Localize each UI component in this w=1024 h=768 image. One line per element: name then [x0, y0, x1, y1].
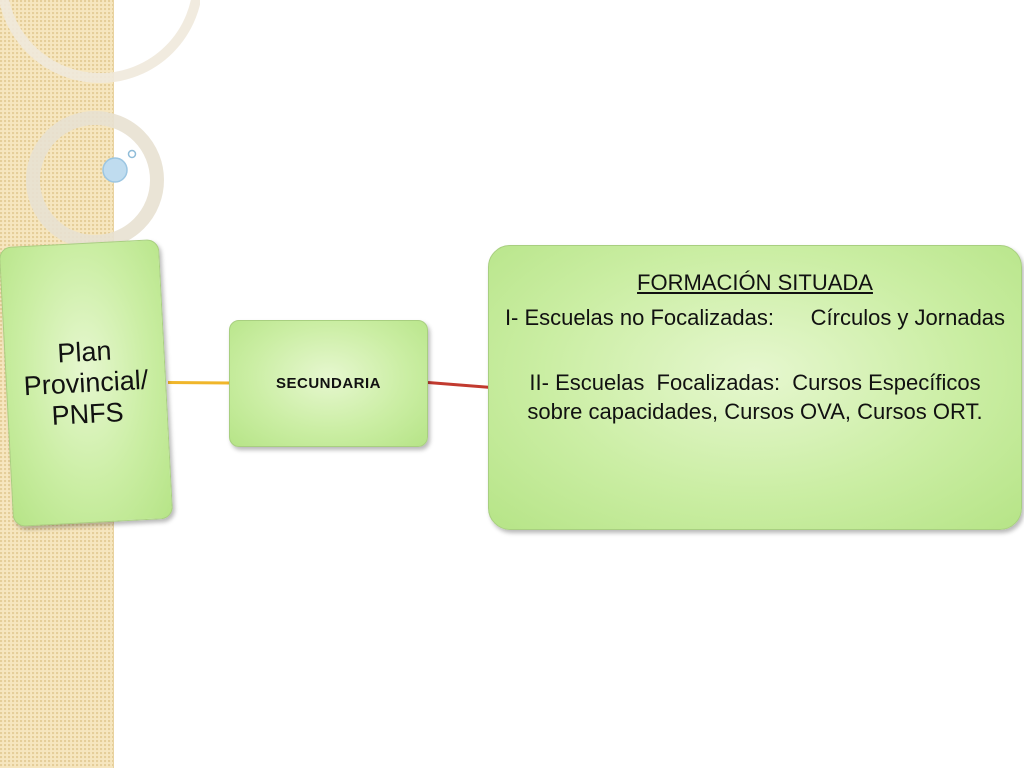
node-formacion-item-2: II- Escuelas Focalizadas: Cursos Específ…: [527, 370, 987, 424]
connector-root-to-level: [167, 381, 231, 385]
bubble-small-icon: [127, 149, 137, 159]
node-formacion-item-1: I- Escuelas no Focalizadas: Círculos y J…: [504, 305, 1006, 330]
node-secundaria: SECUNDARIA: [229, 320, 428, 447]
node-plan-provincial: Plan Provincial/ PNFS: [0, 239, 174, 527]
node-formacion-situada: FORMACIÓN SITUADA I- Escuelas no Focaliz…: [488, 245, 1022, 530]
connector-level-to-detail: [427, 381, 490, 389]
node-plan-label: Plan Provincial/ PNFS: [22, 335, 149, 431]
bubble-large-icon: [102, 157, 128, 183]
node-formacion-title: FORMACIÓN SITUADA: [637, 270, 873, 295]
node-secundaria-label: SECUNDARIA: [275, 375, 381, 392]
decorative-rings: [0, 0, 200, 249]
